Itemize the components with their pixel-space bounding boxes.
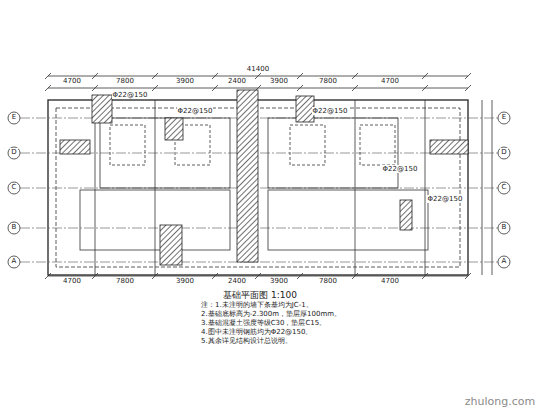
rebar-label: Φ22@150 bbox=[177, 108, 214, 116]
dimension-text: 7800 bbox=[115, 78, 135, 86]
dimension-text-text: 4700 bbox=[380, 277, 400, 285]
dimension-text-text: 2400 bbox=[227, 77, 247, 85]
dimension-text: 2400 bbox=[227, 78, 247, 86]
dimension-tick bbox=[45, 85, 51, 91]
dimension-text-text: 4700 bbox=[380, 77, 400, 85]
axis-label-text: A bbox=[11, 257, 18, 265]
dimension-text-text: 7800 bbox=[115, 77, 135, 85]
axis-label-text: D bbox=[500, 148, 507, 156]
dimension-text-text: 4700 bbox=[62, 77, 82, 85]
axis-label: D bbox=[500, 149, 507, 157]
dimension-tick bbox=[152, 73, 158, 79]
note-text: 注：1.未注明的墙下条基均为JC-1。 bbox=[200, 302, 314, 310]
note-text: 5.其余详见结构设计总说明。 bbox=[200, 338, 293, 346]
rebar-label-text: Φ22@150 bbox=[112, 91, 149, 99]
dimension-tick bbox=[352, 73, 358, 79]
drawing-title-text: 基础平面图 1:100 bbox=[222, 290, 298, 300]
axis-label-text: E bbox=[501, 113, 507, 121]
dimension-text: 4700 bbox=[62, 78, 82, 86]
note-text-text: 4.图中未注明钢筋均为Φ22@150。 bbox=[200, 328, 313, 336]
rebar-label: Φ22@150 bbox=[112, 92, 149, 100]
axis-label-text: A bbox=[501, 257, 508, 265]
rebar-label-text: Φ22@150 bbox=[382, 165, 419, 173]
rebar-label: Φ22@150 bbox=[427, 196, 464, 204]
watermark-text: zhulong.com bbox=[464, 395, 536, 408]
dimension-tick bbox=[297, 85, 303, 91]
axis-label: C bbox=[11, 184, 18, 192]
axis-label: E bbox=[11, 114, 17, 122]
axis-label-text: C bbox=[501, 183, 508, 191]
note-text-text: 5.其余详见结构设计总说明。 bbox=[200, 337, 293, 345]
dimension-tick bbox=[212, 273, 218, 279]
axis-label: C bbox=[501, 184, 508, 192]
note-text: 2.基础底标高为-2.300m，垫层厚100mm。 bbox=[200, 311, 342, 319]
dimension-text-text: 3900 bbox=[175, 77, 195, 85]
dimension-text: 4700 bbox=[380, 278, 400, 286]
dimension-tick bbox=[212, 85, 218, 91]
axis-label: D bbox=[10, 149, 17, 157]
dimension-tick bbox=[465, 73, 471, 79]
axis-label: B bbox=[501, 224, 508, 232]
dimension-tick bbox=[422, 85, 428, 91]
axis-label-text: E bbox=[11, 113, 17, 121]
dimension-text-text: 41400 bbox=[246, 65, 270, 73]
axis-label-text: B bbox=[501, 223, 508, 231]
dimension-tick bbox=[212, 73, 218, 79]
dimension-tick bbox=[255, 73, 261, 79]
dimension-tick bbox=[92, 73, 98, 79]
dimension-text: 4700 bbox=[62, 278, 82, 286]
dimension-tick bbox=[465, 85, 471, 91]
dimension-tick bbox=[92, 85, 98, 91]
rebar-label-text: Φ22@150 bbox=[312, 107, 349, 115]
axis-label: B bbox=[11, 224, 18, 232]
dimension-text-text: 7800 bbox=[115, 277, 135, 285]
note-text: 4.图中未注明钢筋均为Φ22@150。 bbox=[200, 329, 313, 337]
axis-label: A bbox=[11, 258, 18, 266]
dimension-tick bbox=[297, 73, 303, 79]
dimension-tick bbox=[297, 273, 303, 279]
dimension-text-text: 2400 bbox=[227, 277, 247, 285]
watermark: zhulong.com bbox=[464, 396, 536, 408]
dimension-text: 2400 bbox=[227, 278, 247, 286]
dimension-text-text: 3900 bbox=[175, 277, 195, 285]
dimension-text: 7800 bbox=[318, 78, 338, 86]
dimension-text-text: 3900 bbox=[269, 77, 289, 85]
dimension-tick bbox=[255, 273, 261, 279]
dimension-tick bbox=[422, 73, 428, 79]
dimension-text: 3900 bbox=[269, 278, 289, 286]
dimension-text: 3900 bbox=[175, 278, 195, 286]
dimension-text-text: 3900 bbox=[269, 277, 289, 285]
rebar-label: Φ22@150 bbox=[382, 166, 419, 174]
dimension-text: 3900 bbox=[175, 78, 195, 86]
dimension-tick bbox=[152, 85, 158, 91]
rebar-label-text: Φ22@150 bbox=[427, 195, 464, 203]
note-text-text: 3.基础混凝土强度等级C30，垫层C15。 bbox=[200, 319, 327, 327]
note-text-text: 2.基础底标高为-2.300m，垫层厚100mm。 bbox=[200, 310, 342, 318]
dimension-text-text: 7800 bbox=[318, 277, 338, 285]
dimension-text: 3900 bbox=[269, 78, 289, 86]
drawing-title: 基础平面图 1:100 bbox=[222, 291, 298, 301]
dimension-text: 7800 bbox=[318, 278, 338, 286]
rebar-label: Φ22@150 bbox=[312, 108, 349, 116]
dimension-text: 41400 bbox=[246, 66, 270, 74]
dimension-text: 7800 bbox=[115, 278, 135, 286]
axis-label: A bbox=[501, 258, 508, 266]
dimension-text-text: 7800 bbox=[318, 77, 338, 85]
note-text: 3.基础混凝土强度等级C30，垫层C15。 bbox=[200, 320, 327, 328]
dimension-text-text: 4700 bbox=[62, 277, 82, 285]
dimension-text: 4700 bbox=[380, 78, 400, 86]
dimension-tick bbox=[45, 73, 51, 79]
rebar-label-text: Φ22@150 bbox=[177, 107, 214, 115]
note-text-text: 注：1.未注明的墙下条基均为JC-1。 bbox=[200, 301, 314, 309]
dimension-tick bbox=[352, 85, 358, 91]
axis-label-text: B bbox=[11, 223, 18, 231]
axis-label-text: D bbox=[10, 148, 17, 156]
axis-label: E bbox=[501, 114, 507, 122]
axis-label-text: C bbox=[11, 183, 18, 191]
